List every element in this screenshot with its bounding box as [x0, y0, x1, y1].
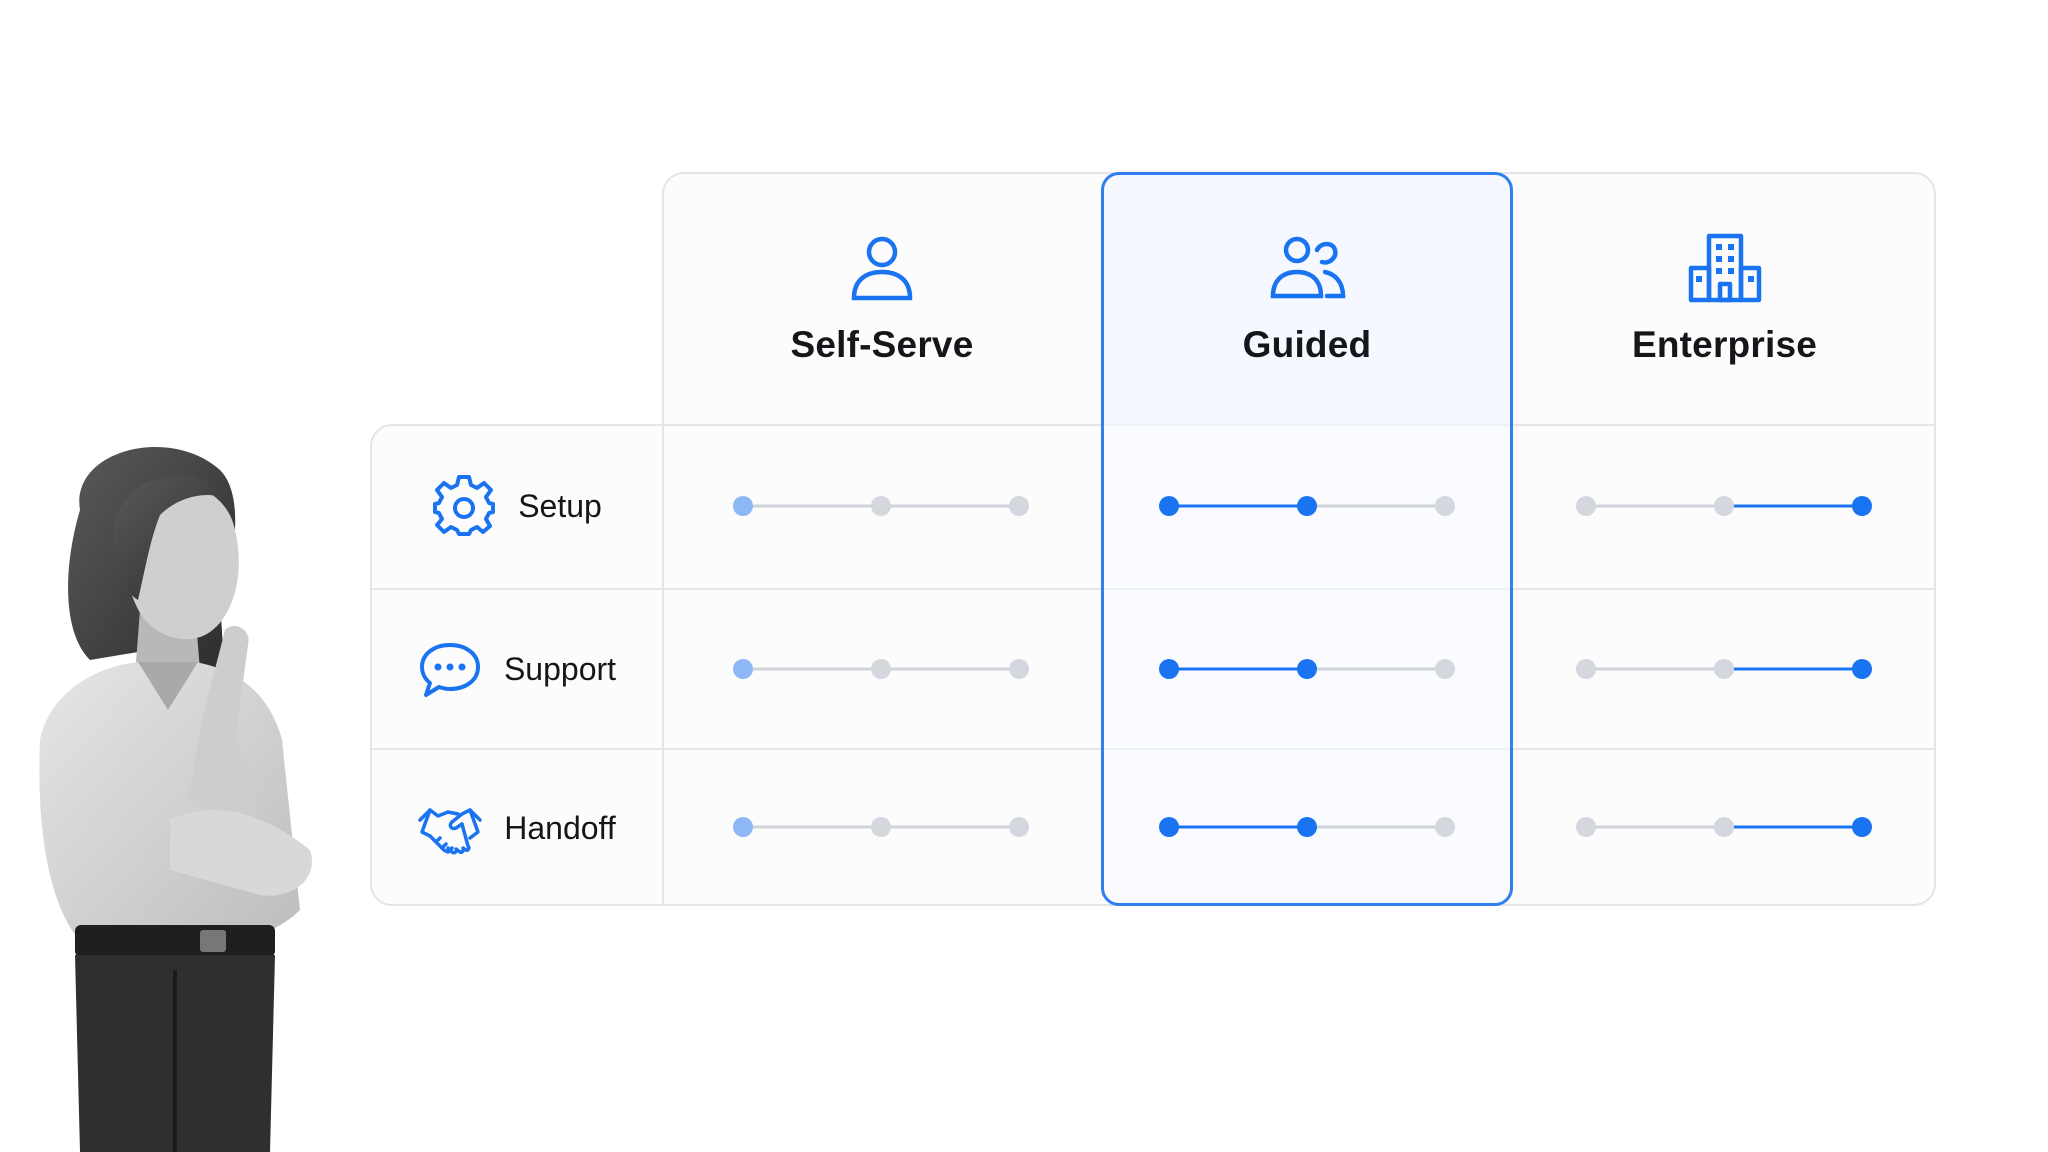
slider-level-dot	[871, 817, 891, 837]
level-slider-guided-setup	[1142, 486, 1472, 526]
row-label-text: Support	[503, 650, 617, 687]
level-slider-guided-handoff	[1142, 807, 1472, 847]
slider-level-dot	[871, 496, 891, 516]
slider-level-dot	[1435, 659, 1455, 679]
row-support: Support	[372, 590, 662, 748]
gear-icon	[433, 475, 496, 536]
slider-level-dot	[1159, 496, 1179, 516]
handshake-icon	[418, 808, 482, 855]
slider-level-dot-active	[1297, 659, 1317, 679]
person-illustration	[39, 446, 312, 1152]
tier-label: Enterprise	[1631, 324, 1817, 365]
slider-level-dot-active	[1297, 496, 1317, 516]
row-label-text: Handoff	[504, 809, 616, 846]
slider-level-dot-active	[1852, 496, 1872, 516]
slider-level-dot	[1576, 496, 1596, 516]
slider-level-dot	[1159, 659, 1179, 679]
slider-level-dot	[1009, 659, 1029, 679]
tier-guided[interactable]: Guided	[1104, 172, 1510, 424]
row-setup: Setup	[372, 424, 662, 588]
slider-level-dot	[1714, 496, 1734, 516]
user-icon	[851, 236, 913, 301]
tier-self-serve[interactable]: Self-Serve	[662, 172, 1102, 424]
slider-level-dot	[1576, 659, 1596, 679]
slider-level-dot-active	[1297, 817, 1317, 837]
level-slider-enterprise-handoff	[1559, 807, 1889, 847]
slider-level-dot-active	[1852, 659, 1872, 679]
tier-label: Self-Serve	[790, 324, 974, 365]
level-slider-enterprise-support	[1559, 649, 1889, 689]
slider-level-dot	[1714, 817, 1734, 837]
slider-level-dot	[871, 659, 891, 679]
tier-label: Guided	[1242, 324, 1372, 365]
column-divider	[662, 424, 664, 906]
row-label-text: Setup	[518, 487, 602, 524]
slider-level-dot	[1714, 659, 1734, 679]
slider-level-dot-active	[1852, 817, 1872, 837]
row-handoff: Handoff	[372, 750, 662, 906]
building-icon	[1688, 233, 1761, 303]
level-slider-self-serve-setup	[716, 486, 1046, 526]
slider-level-dot-active	[733, 496, 753, 516]
slider-level-dot	[1435, 496, 1455, 516]
slider-level-dot-active	[733, 817, 753, 837]
tier-enterprise[interactable]: Enterprise	[1513, 172, 1936, 424]
slider-level-dot	[1159, 817, 1179, 837]
level-slider-guided-support	[1142, 649, 1472, 689]
slider-level-dot	[1576, 817, 1596, 837]
slider-level-dot	[1009, 817, 1029, 837]
level-slider-enterprise-setup	[1559, 486, 1889, 526]
slider-level-dot-active	[733, 659, 753, 679]
slider-level-dot	[1435, 817, 1455, 837]
level-slider-self-serve-handoff	[716, 807, 1046, 847]
chat-bubble-icon	[419, 643, 480, 697]
slider-level-dot	[1009, 496, 1029, 516]
level-slider-self-serve-support	[716, 649, 1046, 689]
users-icon	[1270, 236, 1346, 299]
